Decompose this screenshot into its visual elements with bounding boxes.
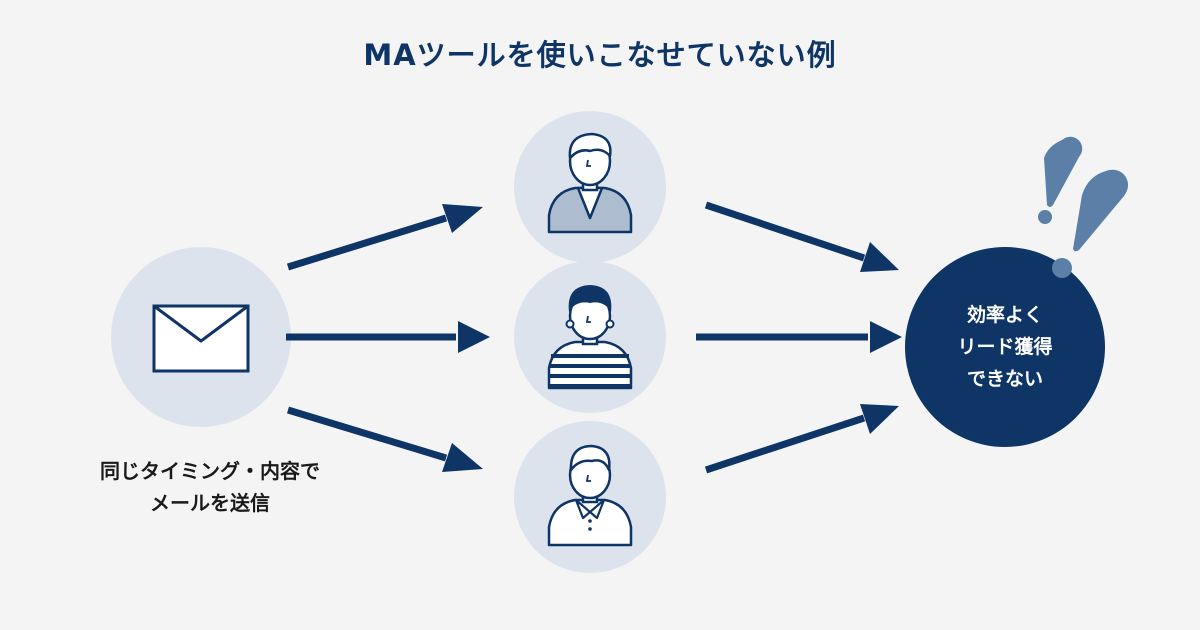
page-title: MAツールを使いこなせていない例: [363, 38, 837, 72]
arrow-to-person-middle: [286, 321, 490, 353]
caption-line-1: 同じタイミング・内容で: [100, 459, 320, 483]
arrow-from-person-middle: [696, 321, 902, 353]
email-caption: 同じタイミング・内容で メールを送信: [60, 455, 360, 519]
result-line-3: できない: [966, 368, 1043, 390]
person-jacket-node: [514, 111, 666, 263]
result-line-2: リード獲得: [957, 336, 1053, 358]
caption-line-2: メールを送信: [150, 491, 270, 515]
result-node: [905, 247, 1105, 447]
arrow-to-person-bottom: [286, 406, 483, 472]
person-striped-icon: [547, 285, 633, 390]
person-jacket-icon: [547, 132, 633, 234]
exclamation-small-icon: [1038, 136, 1083, 224]
person-polo-icon: [547, 444, 633, 547]
arrow-to-person-top: [286, 204, 483, 271]
result-text: 効率よく リード獲得 できない: [905, 247, 1105, 447]
envelope-icon: [152, 304, 250, 373]
person-striped-node: [514, 261, 666, 413]
person-polo-node: [514, 421, 666, 573]
arrow-from-person-top: [704, 201, 899, 272]
result-line-1: 効率よく: [966, 304, 1043, 326]
email-node: [111, 247, 291, 427]
exclamation-large-icon: [1052, 169, 1129, 278]
arrow-from-person-bottom: [704, 404, 899, 474]
